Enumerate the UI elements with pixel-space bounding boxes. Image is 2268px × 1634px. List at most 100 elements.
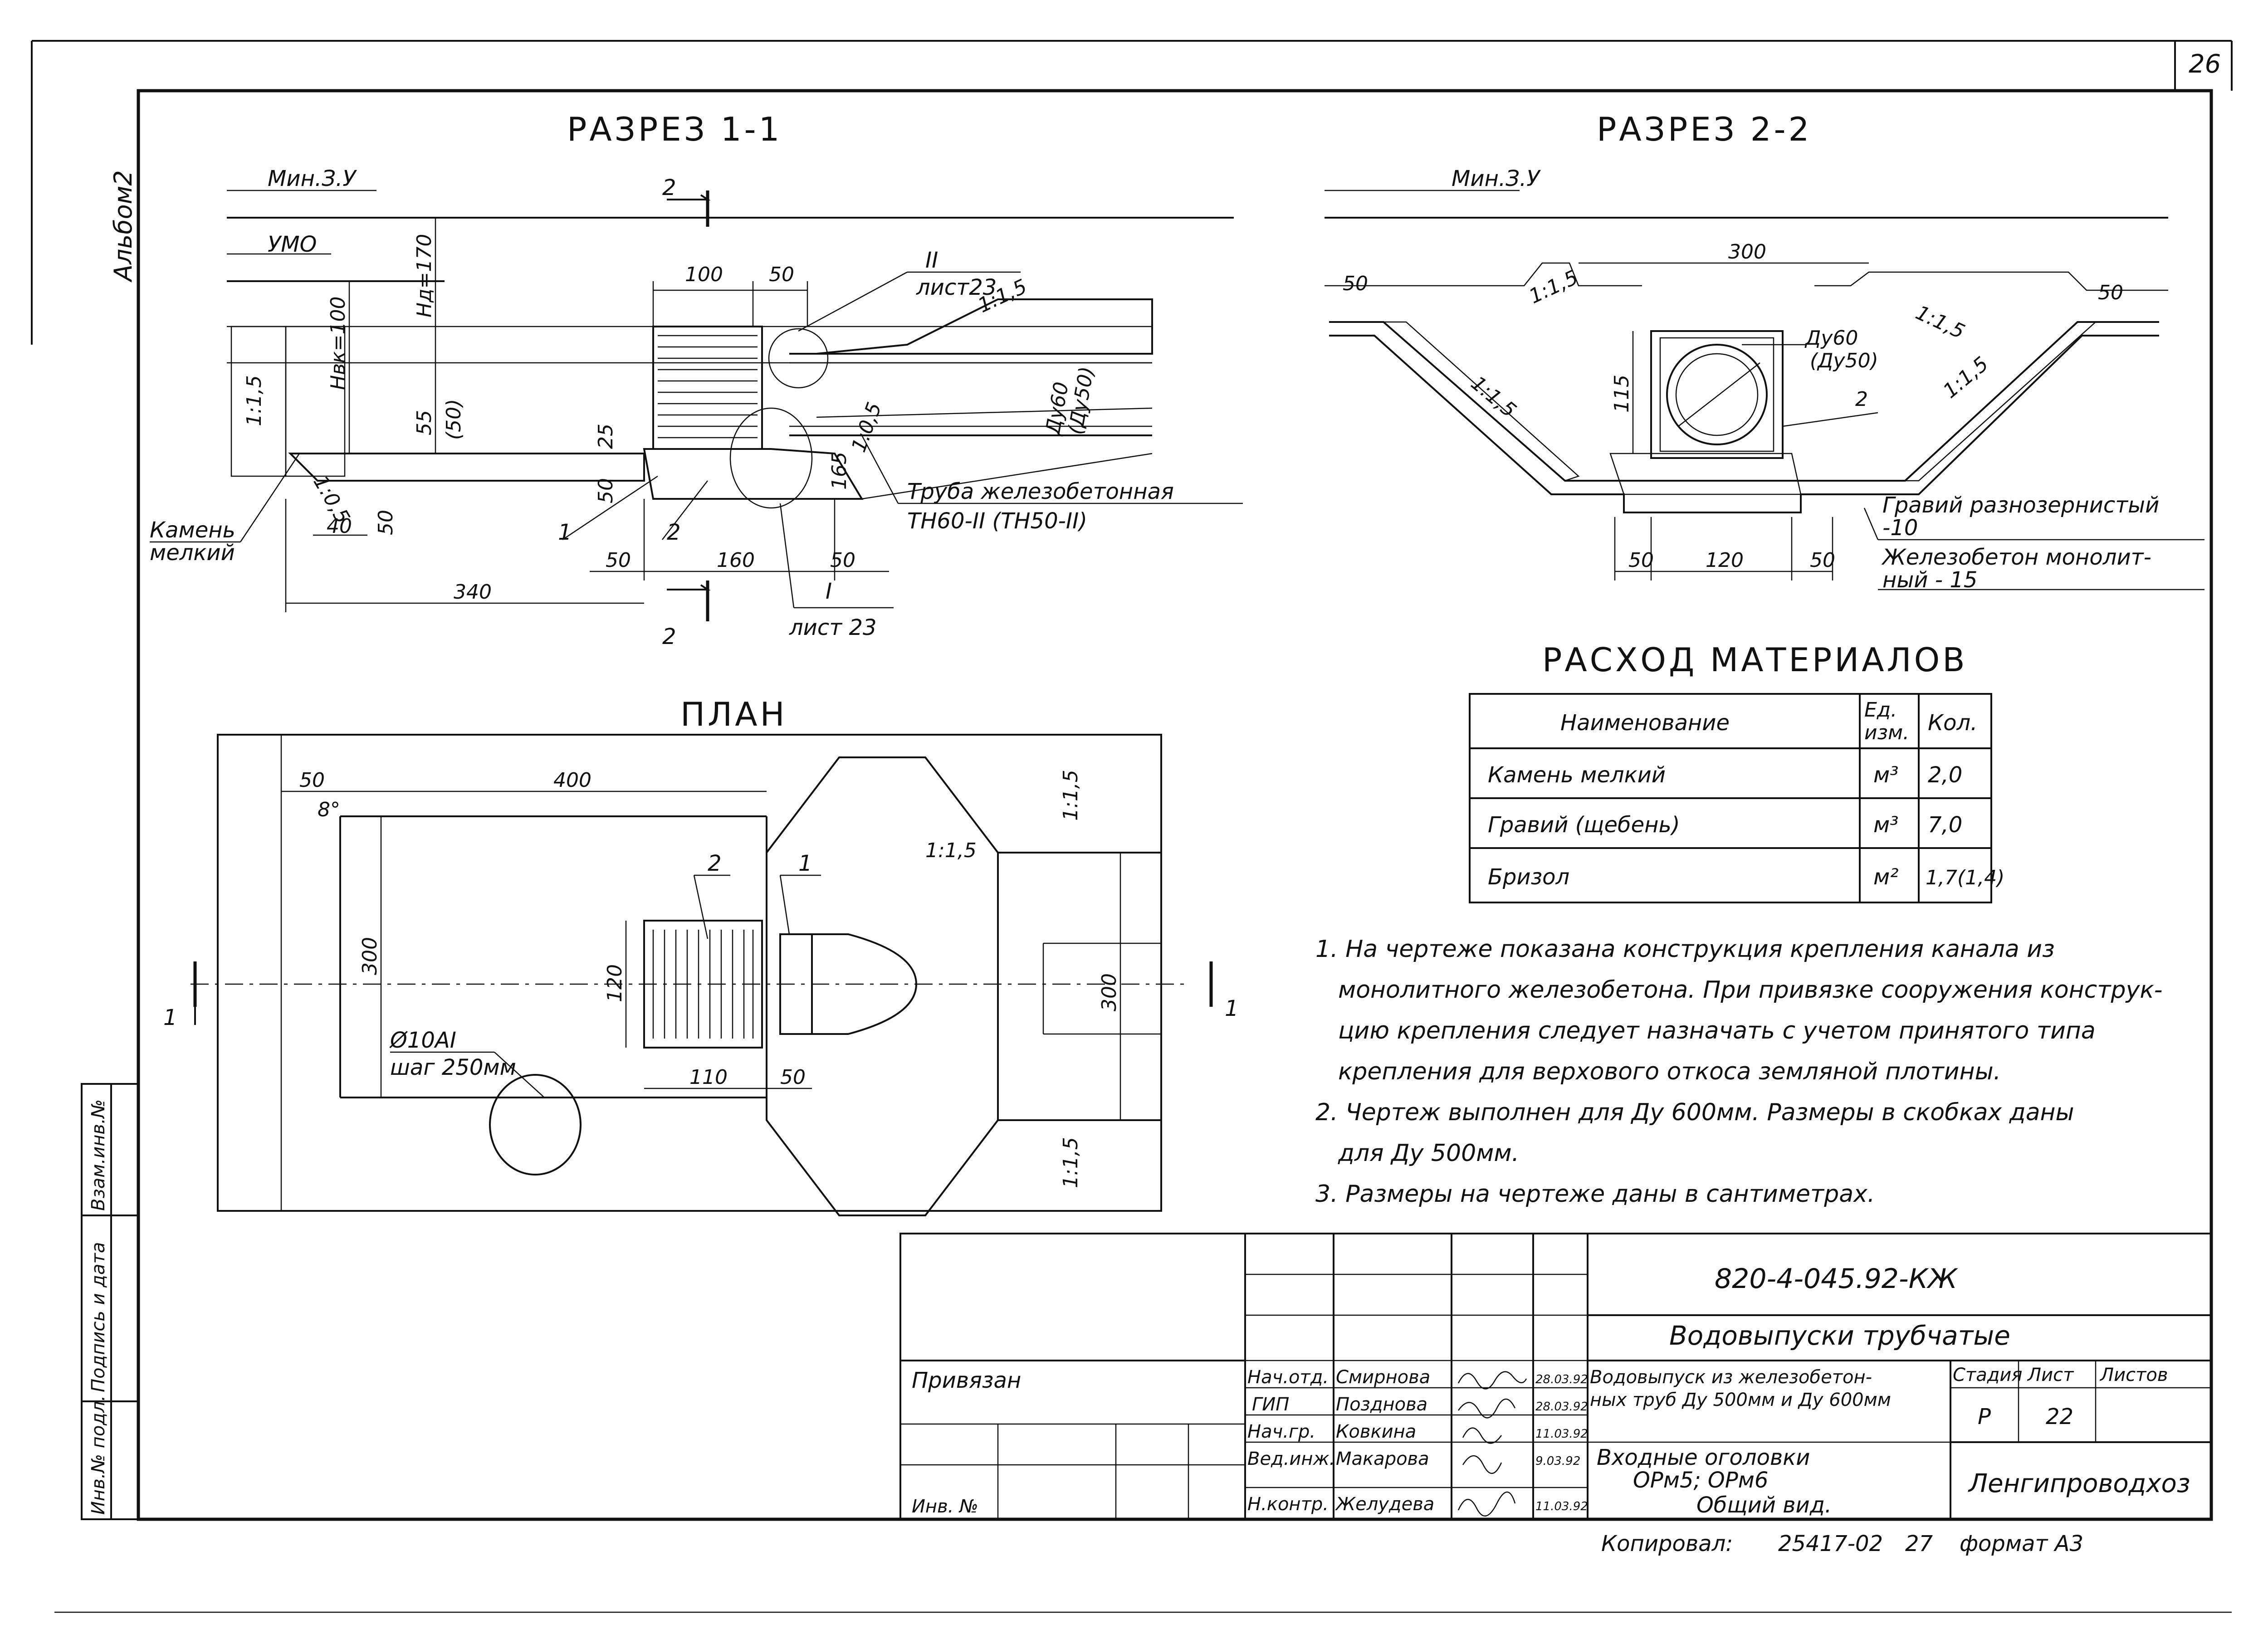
s11-d50d: 50 xyxy=(606,549,631,572)
tb-date-1: 28.03.92 xyxy=(1535,1400,1588,1414)
mat-row-0-unit: м³ xyxy=(1873,762,1898,788)
plan-d8: 8° xyxy=(318,798,340,821)
tb-role-3: Вед.инж. xyxy=(1247,1449,1335,1469)
note-line-3: крепления для верхового откоса земляной … xyxy=(1338,1058,2001,1085)
mat-row-0-name: Камень мелкий xyxy=(1488,762,1666,788)
s11-hvk: Нвк=100 xyxy=(327,297,350,390)
tb-copy: Копировал: xyxy=(1601,1531,1733,1556)
s11-pipe-label-1: Труба железобетонная xyxy=(907,479,1174,504)
plan-slope2: 1:1,5 xyxy=(925,839,977,862)
plan-grating xyxy=(652,930,754,1039)
plan-sect-l: 1 xyxy=(163,1005,177,1030)
s11-slope4: 1:0,5 xyxy=(847,399,886,455)
tb-sheet-1: Входные оголовки xyxy=(1597,1445,1810,1470)
plan-d50b: 50 xyxy=(780,1066,806,1089)
plan-view: ПЛАН xyxy=(163,695,1239,1216)
tb-name-1: Позднова xyxy=(1336,1394,1427,1415)
signature-0 xyxy=(1457,1371,1527,1390)
plan-d400: 400 xyxy=(553,769,591,792)
s11-d40: 40 xyxy=(327,515,352,538)
note-line-2: цию крепления следует назначать с учетом… xyxy=(1338,1017,2096,1044)
tb-sheet-2: ОРм5; ОРм6 xyxy=(1633,1468,1768,1493)
tb-date-2: 11.03.92 xyxy=(1535,1427,1588,1441)
tb-inv: Инв. № xyxy=(912,1496,978,1517)
tb-date-4: 11.03.92 xyxy=(1535,1500,1588,1513)
s11-d50p: (50) xyxy=(442,399,465,440)
signature-1 xyxy=(1457,1398,1516,1419)
stamp-sign: Подпись и дата xyxy=(88,1242,109,1392)
mat-header-qty: Кол. xyxy=(1928,710,1977,736)
s22-dy60: Ду60 xyxy=(1804,327,1858,350)
tb-code: 820-4-045.92-КЖ xyxy=(1715,1263,1958,1295)
s11-slope1: 1:1,5 xyxy=(243,375,266,426)
s11-callout-II-sheet: лист23 xyxy=(916,275,997,300)
tb-privyazan: Привязан xyxy=(912,1368,1021,1393)
signature-2 xyxy=(1462,1427,1502,1444)
tb-copy-27: 27 xyxy=(1905,1531,1933,1556)
plan-d50: 50 xyxy=(299,769,325,792)
materials-title: РАСХОД МАТЕРИАЛОВ xyxy=(1542,641,1968,679)
s22-gravel-1: Гравий разнозернистый xyxy=(1882,493,2159,518)
s11-d25: 25 xyxy=(594,424,617,449)
s22-d50r: 50 xyxy=(2098,281,2123,304)
section-1-1: РАЗРЕЗ 1-1 Мин.З.У УМО xyxy=(150,110,1243,649)
plan-slope3: 1:1,5 xyxy=(1059,1137,1082,1188)
s11-d340: 340 xyxy=(454,580,492,604)
tb-stage: Р xyxy=(1978,1404,1991,1429)
s22-concrete-1: Железобетон монолит- xyxy=(1881,545,2151,570)
s22-min-level: Мин.З.У xyxy=(1452,166,1541,191)
s11-callout-I-sheet: лист 23 xyxy=(789,615,877,640)
tb-stage-h: Стадия xyxy=(1953,1365,2022,1385)
s22-gravel-2: -10 xyxy=(1882,515,1918,541)
plan-d110: 110 xyxy=(689,1066,728,1089)
s11-d50a: 50 xyxy=(769,263,794,286)
mat-row-0-qty: 2,0 xyxy=(1928,762,1962,788)
tb-name-2: Ковкина xyxy=(1336,1421,1416,1442)
s11-d50b: 50 xyxy=(594,478,617,503)
tb-name-3: Макарова xyxy=(1336,1449,1429,1469)
s22-slope4: 1:1,5 xyxy=(1939,352,1993,403)
plan-callout-1: 1 xyxy=(798,851,812,876)
s11-d165: 165 xyxy=(828,452,851,490)
s22-d300: 300 xyxy=(1728,240,1766,263)
sheet-number: 26 xyxy=(2189,49,2221,79)
plan-callout-2: 2 xyxy=(708,851,722,876)
s11-mark-bot: 2 xyxy=(662,624,676,649)
tb-list: 22 xyxy=(2046,1404,2073,1429)
s11-umo: УМО xyxy=(268,232,317,257)
note-line-0: 1. На чертеже показана конструкция крепл… xyxy=(1315,936,2055,963)
s11-callout-1: 1 xyxy=(558,520,572,545)
s11-grating xyxy=(658,335,758,439)
s11-dy50: (Ду50) xyxy=(1064,365,1099,436)
plan-rebar-1: Ø10АI xyxy=(389,1028,456,1053)
s11-d100: 100 xyxy=(685,263,723,286)
note-line-6: 3. Размеры на чертеже даны в сантиметрах… xyxy=(1315,1180,1875,1208)
mat-row-1-name: Гравий (щебень) xyxy=(1488,812,1680,838)
s11-d55: 55 xyxy=(413,410,436,435)
sheet-frame xyxy=(31,40,2233,1613)
tb-name-0: Смирнова xyxy=(1336,1367,1430,1388)
section-1-1-title: РАЗРЕЗ 1-1 xyxy=(567,110,782,148)
mat-row-2-qty: 1,7(1,4) xyxy=(1926,866,2004,889)
plan-slope1: 1:1,5 xyxy=(1059,770,1082,821)
tb-date-0: 28.03.92 xyxy=(1535,1373,1588,1386)
mat-header-unit-1: Ед. xyxy=(1864,698,1897,722)
s11-d160: 160 xyxy=(717,549,755,572)
notes: 1. На чертеже показана конструкция крепл… xyxy=(1315,936,2163,1208)
s22-d115: 115 xyxy=(1610,375,1633,413)
tb-role-2: Нач.гр. xyxy=(1247,1421,1315,1442)
s22-slope2: 1:1,5 xyxy=(1912,301,1968,344)
s22-dy50: (Ду50) xyxy=(1810,349,1878,372)
s22-d50c: 50 xyxy=(1810,549,1835,572)
signature-4 xyxy=(1457,1491,1516,1517)
s22-callout-2: 2 xyxy=(1855,388,1868,411)
plan-d300r: 300 xyxy=(1098,973,1121,1011)
mat-row-2-name: Бризол xyxy=(1488,864,1569,890)
tb-copy-num: 25417-02 xyxy=(1778,1531,1883,1556)
tb-format: формат А3 xyxy=(1960,1531,2083,1556)
s11-min-level: Мин.З.У xyxy=(268,166,357,191)
note-line-4: 2. Чертеж выполнен для Ду 600мм. Размеры… xyxy=(1315,1099,2074,1126)
album-label: Альбом2 xyxy=(109,170,137,283)
tb-org: Ленгипроводхоз xyxy=(1968,1469,2190,1498)
plan-d120: 120 xyxy=(603,964,626,1002)
